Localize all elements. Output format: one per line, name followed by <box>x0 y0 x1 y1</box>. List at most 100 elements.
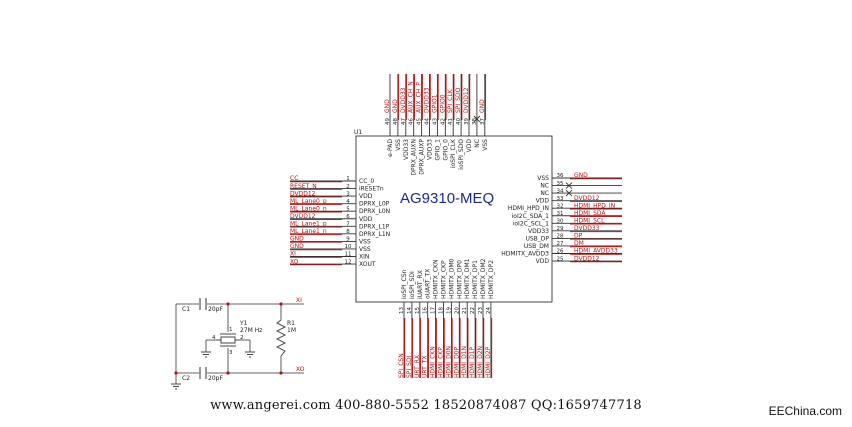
net-label: HDMI_D1P <box>469 346 476 378</box>
net-label: HDMI_D0P <box>453 346 460 378</box>
net-label: GPIO1 <box>431 94 438 113</box>
y1-ref: Y1 <box>239 320 248 327</box>
pin-name: CC_0 <box>359 178 374 185</box>
net-label: HDMI_D2N <box>477 346 484 378</box>
capacitor-c2 <box>199 367 207 379</box>
pin-number: 45 <box>417 118 423 125</box>
net-label: DVDD33 <box>400 87 407 113</box>
nc-cross-b <box>565 189 573 197</box>
pin-number: 49 <box>385 118 391 125</box>
pin-name: VDD <box>536 258 550 265</box>
net-label: GND <box>392 99 399 113</box>
pin-number: 37 <box>480 118 486 125</box>
pin-name: iRESETn <box>359 186 384 193</box>
net-label: GPIO0 <box>439 94 446 113</box>
pin-number: 26 <box>557 249 564 255</box>
pin-name: ioI2C_SCL_1 <box>513 220 549 227</box>
pin-name: GPIO_1 <box>434 139 441 161</box>
pin-name: DPRX_L0N <box>359 208 390 215</box>
pin-name: VDD <box>466 139 473 153</box>
pin-number: 15 <box>415 307 421 314</box>
pin-name: HDMITX_DP1 <box>472 260 479 299</box>
resistor-r1 <box>275 319 287 357</box>
pin-number: 48 <box>393 118 399 125</box>
capacitor-c1 <box>199 298 207 310</box>
net-label: DM <box>574 240 584 247</box>
pin-name: HDMITX_CKP <box>441 260 448 299</box>
net-label: ML_Lane1_p <box>290 221 327 228</box>
pin-number: 3 <box>346 191 350 197</box>
c1-value: 20pF <box>208 306 223 313</box>
net-label: ML_Lane0_n <box>290 205 327 212</box>
net-label: SPI_CLK <box>447 88 454 113</box>
net-label: SPI_SDO <box>455 87 462 113</box>
pin-name: HDMITX_AVDD3 <box>501 251 549 258</box>
net-label: HDMI_SDA <box>574 210 606 217</box>
net-label: AUX_CH_P <box>416 82 423 113</box>
ic-part-number: AG9310-MEQ <box>400 190 494 207</box>
pin-name: VSS <box>537 175 549 182</box>
pin-name: VDD <box>359 193 373 200</box>
pin-number: 13 <box>399 307 405 314</box>
pin-name: HDMITX_DP0 <box>456 260 463 299</box>
net-label: SPI_CSN <box>398 353 405 378</box>
pin-name: USB_DP <box>525 235 549 242</box>
junction-dots <box>174 302 283 375</box>
pin-number: 36 <box>557 173 564 179</box>
net-label: DP <box>574 233 583 240</box>
ic-symbol: U1 AG9310-MEQ <box>354 129 553 303</box>
pin-number: 30 <box>557 219 564 225</box>
pin-name: HDMITX_DM1 <box>464 258 471 299</box>
pin-number: 39 <box>464 118 470 125</box>
nc-cross-b <box>565 182 573 189</box>
net-label: URT_TX <box>422 355 429 378</box>
net-xo-label: XO <box>296 366 305 373</box>
pin-number: 27 <box>557 241 564 247</box>
crystal-circuit: C1 20pF C2 20pF Y1 27M Hz R1 1M 4 1 2 3 … <box>171 297 305 390</box>
net-xi-label: XI <box>296 297 302 304</box>
pin-number: 46 <box>409 118 415 125</box>
net-label: ML_Lane0_p <box>290 198 327 205</box>
pin-number: 44 <box>425 118 431 125</box>
pin-name: DPRX_L1N <box>359 231 390 238</box>
pin-name: HDMITX_CKN <box>433 260 440 299</box>
pin-number: 18 <box>439 307 445 314</box>
ic-body <box>355 135 553 303</box>
pin-number: 35 <box>557 181 564 187</box>
net-label: DVDD12 <box>290 213 316 220</box>
y1-pin-2: 2 <box>240 335 244 341</box>
pin-number: 42 <box>440 118 446 125</box>
pin-number: 2 <box>346 184 350 190</box>
net-label: DVDD12 <box>463 87 470 113</box>
net-label: GND <box>290 243 304 250</box>
pin-number: 32 <box>557 203 564 209</box>
pin-name: VSS <box>482 139 489 151</box>
pin-name: VDD33 <box>403 139 410 160</box>
net-label: URT_RX <box>414 355 421 378</box>
pin-name: DPRX_AUXN <box>411 139 418 176</box>
net-label: GND <box>479 99 486 113</box>
nc-cross-b <box>473 115 481 123</box>
pin-name: oUART_TX <box>425 269 432 299</box>
pin-number: 17 <box>431 307 437 314</box>
pin-number: 14 <box>407 307 413 314</box>
net-label: HDMI_D2P <box>485 346 492 378</box>
pin-name: VSS <box>359 246 371 253</box>
pin-number: 6 <box>346 214 350 220</box>
pin-number: 19 <box>446 307 452 314</box>
pin-name: HDMITX_DP2 <box>488 260 495 299</box>
pin-name: ioI2C_SDA_1 <box>512 213 550 220</box>
crystal-y1 <box>216 333 240 347</box>
net-label: SPI_SDI <box>406 355 413 378</box>
contact-footer: www.angerei.com 400-880-5552 18520874087… <box>210 398 642 413</box>
net-label: HDMI_AVDD33 <box>574 248 618 255</box>
pin-number: 21 <box>462 307 468 314</box>
net-label: GND <box>384 99 391 113</box>
pin-number: 40 <box>456 118 462 125</box>
net-label: DVDD33 <box>574 225 600 232</box>
pin-name: XOUT <box>359 261 376 268</box>
pin-number: 24 <box>486 307 492 314</box>
pin-name: NC <box>540 183 549 190</box>
